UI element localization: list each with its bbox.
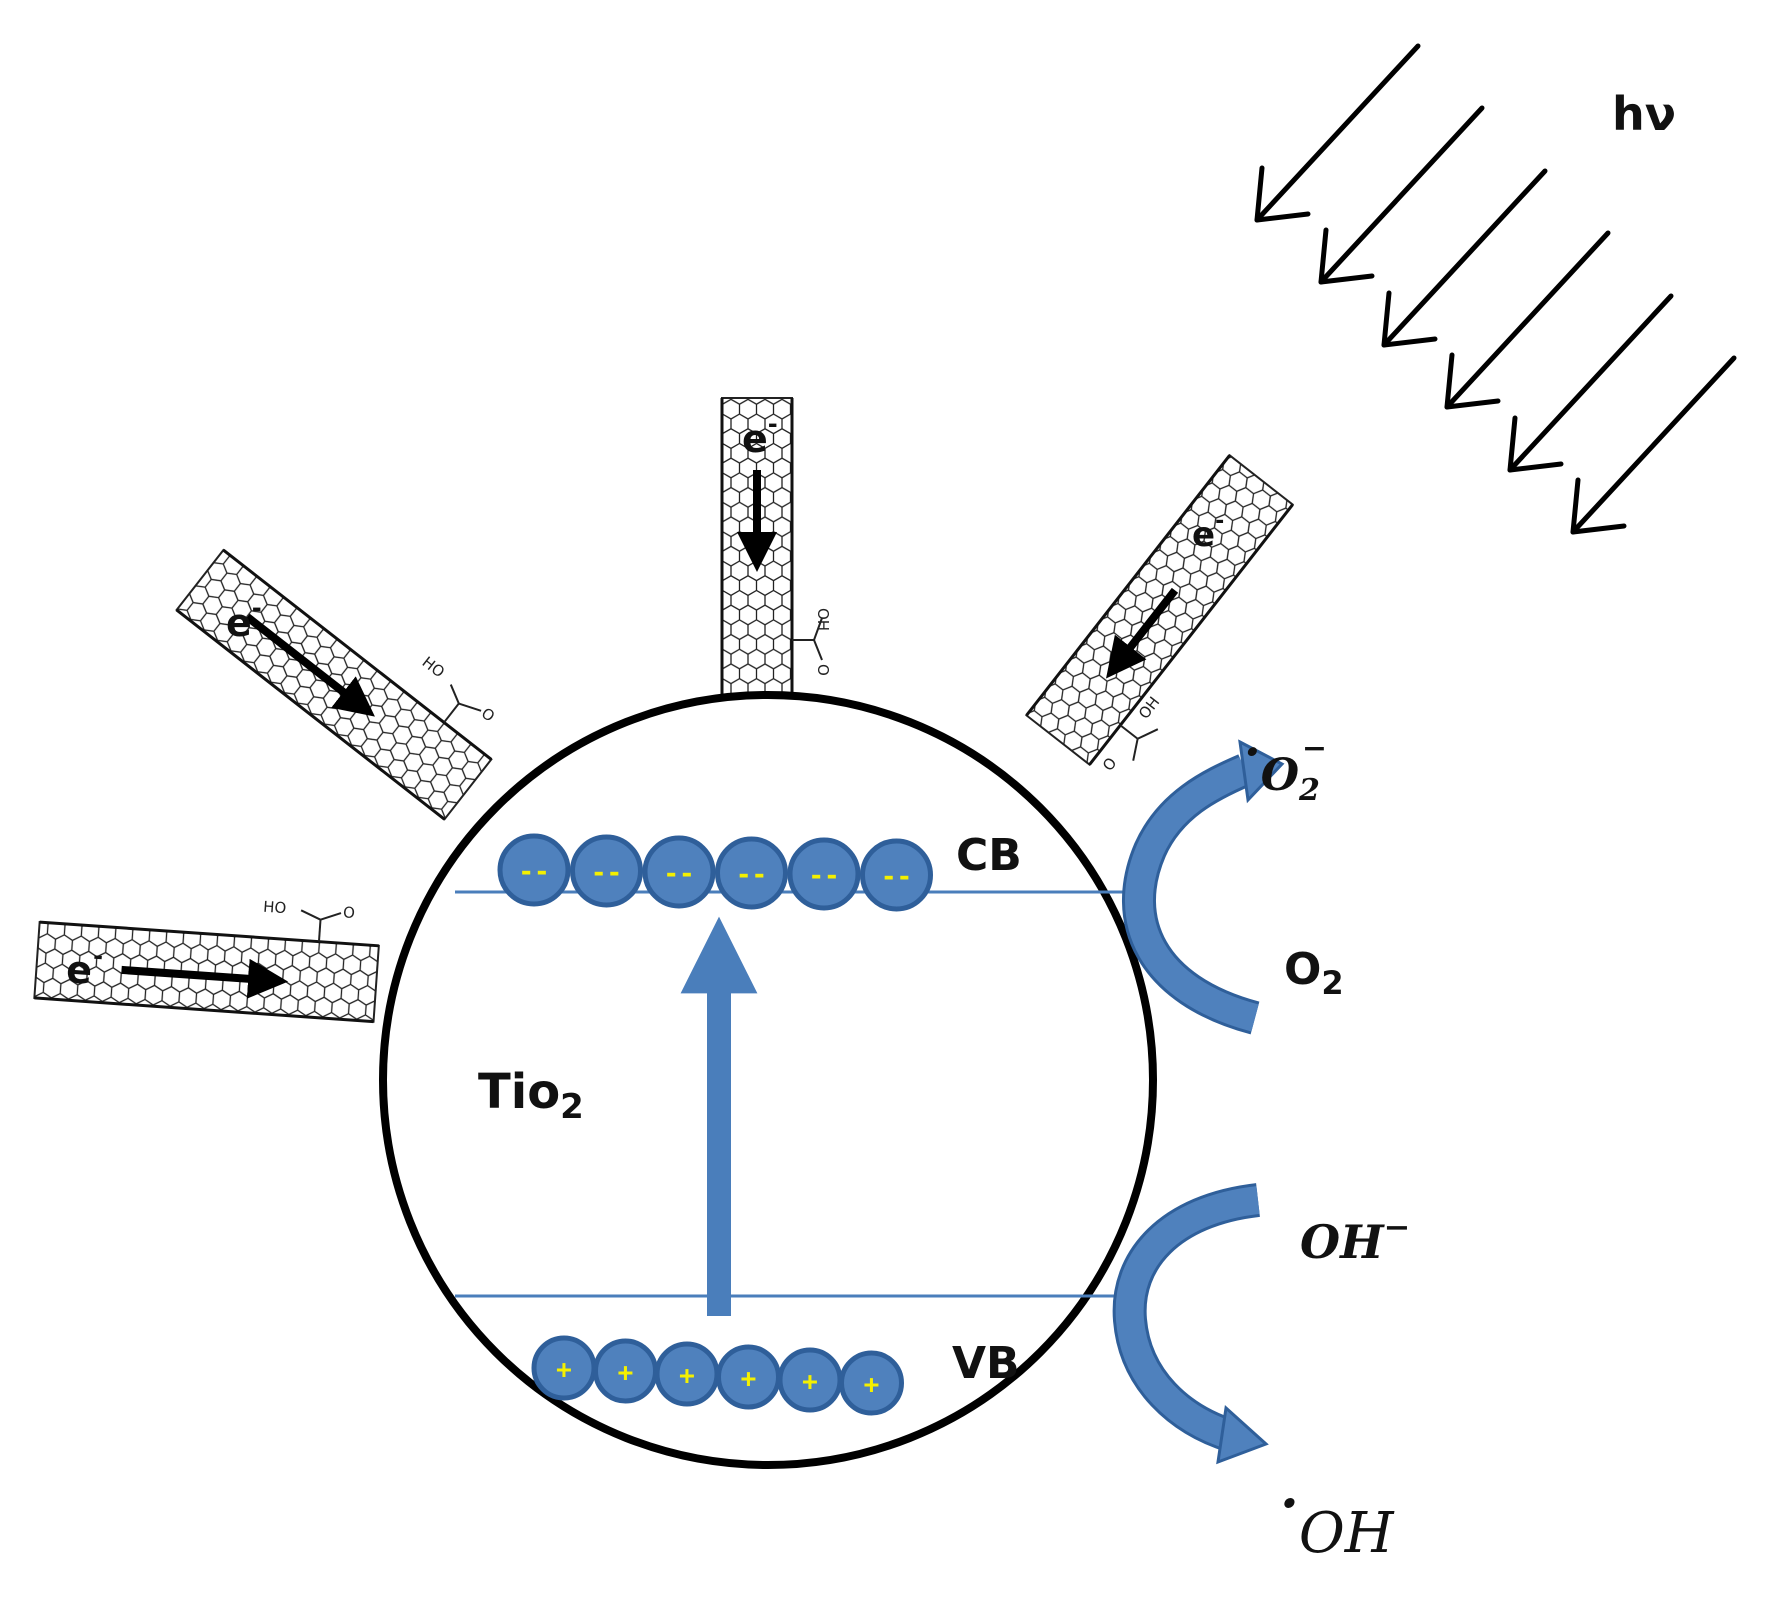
light-ray-arrow bbox=[1254, 43, 1421, 223]
electron-sphere-charge: -- bbox=[808, 861, 839, 891]
vb-holes: + + + + + + bbox=[531, 1335, 904, 1416]
oh-oxidation-arrow bbox=[1112, 1183, 1269, 1465]
svg-text:HO: HO bbox=[419, 653, 448, 681]
cb-label: CB bbox=[956, 830, 1022, 881]
electron-sphere-charge: -- bbox=[663, 859, 694, 889]
hole-sphere-charge: + bbox=[556, 1355, 572, 1385]
carboxyl-o-label: O bbox=[1099, 754, 1120, 774]
electron-sphere bbox=[787, 837, 861, 911]
carboxyl-group bbox=[1119, 724, 1159, 761]
electron-flow-arrow bbox=[121, 958, 289, 999]
hydroxide-label: OH− bbox=[1300, 1208, 1410, 1269]
svg-text:O: O bbox=[814, 664, 832, 676]
electron-label: e- bbox=[1192, 509, 1224, 555]
electron-sphere bbox=[497, 833, 571, 907]
svg-text:O: O bbox=[478, 704, 498, 725]
electron-sphere-charge: -- bbox=[881, 862, 912, 892]
electron-sphere bbox=[642, 835, 716, 909]
superoxide-label: ·O2− bbox=[1244, 724, 1327, 808]
carboxyl-group: OH O bbox=[792, 608, 832, 676]
electron-flow-arrow bbox=[244, 613, 375, 717]
light-label: hν bbox=[1612, 87, 1676, 141]
svg-text:HO: HO bbox=[263, 898, 287, 918]
cb-electrons: -- -- -- -- -- -- bbox=[497, 833, 933, 912]
o2-reduction-arrow bbox=[1121, 739, 1285, 1035]
hole-sphere-charge: + bbox=[864, 1370, 880, 1400]
svg-text:O: O bbox=[342, 903, 355, 922]
light-rays bbox=[1254, 43, 1737, 535]
electron-flow-arrow bbox=[1106, 587, 1179, 679]
electron-sphere-charge: -- bbox=[518, 857, 549, 887]
electron-label: e- bbox=[226, 594, 262, 645]
light-ray-arrow bbox=[1507, 293, 1674, 473]
nanotube-upper-left: HO O bbox=[175, 548, 498, 821]
electron-label: e- bbox=[742, 410, 778, 461]
hole-sphere-charge: + bbox=[679, 1361, 695, 1391]
hydroxyl-radical-label: ·OH bbox=[1280, 1471, 1395, 1566]
electron-sphere bbox=[860, 838, 933, 912]
light-ray-arrow bbox=[1444, 230, 1611, 410]
hole-sphere-charge: + bbox=[802, 1367, 818, 1397]
electron-sphere-charge: -- bbox=[591, 858, 622, 888]
electron-sphere-charge: -- bbox=[736, 860, 767, 890]
oxygen-label: O2 bbox=[1284, 944, 1344, 1002]
carboxyl-group: HO O bbox=[263, 898, 355, 942]
hole-sphere-charge: + bbox=[618, 1358, 634, 1388]
electron-label: e- bbox=[65, 940, 104, 993]
nanotube-left: e- HO O bbox=[33, 898, 380, 1024]
hole-sphere-charge: + bbox=[741, 1364, 757, 1394]
nanotube-upper-right bbox=[1025, 453, 1295, 767]
light-ray-arrow bbox=[1570, 355, 1737, 535]
light-ray-arrow bbox=[1318, 105, 1485, 285]
nanotube-top: e- OH O bbox=[720, 397, 832, 707]
svg-text:OH: OH bbox=[814, 608, 832, 631]
hole-sphere bbox=[839, 1350, 904, 1416]
electron-sphere bbox=[715, 836, 788, 910]
vb-label: VB bbox=[952, 1338, 1020, 1389]
tio2-label: Tio2 bbox=[478, 1064, 584, 1127]
light-ray-arrow bbox=[1381, 168, 1548, 348]
electron-sphere bbox=[570, 834, 643, 908]
